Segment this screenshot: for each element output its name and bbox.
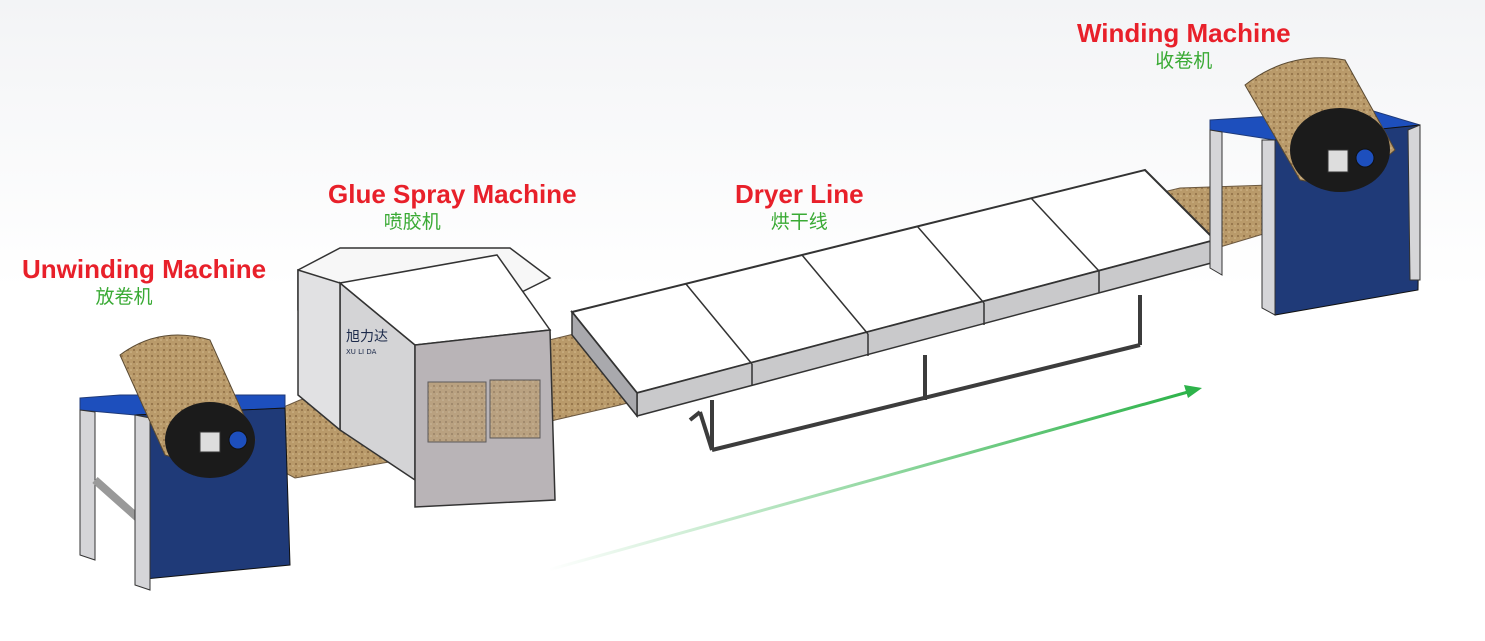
unwinding-machine [79,334,291,591]
flow-direction-arrow [547,385,1202,572]
label-zh: 收卷机 [1155,50,1213,72]
label-en: Dryer Line [735,179,864,209]
label-en: Winding Machine [1077,18,1291,48]
dryer-line-label: Dryer Line 烘干线 [735,181,864,232]
winding-machine-label: Winding Machine 收卷机 [1077,20,1291,71]
label-en: Glue Spray Machine [328,179,577,209]
brand-logo-en: XU LI DA [346,348,377,356]
glue-spray-machine-label: Glue Spray Machine 喷胶机 [328,181,577,232]
label-zh: 喷胶机 [383,211,441,233]
label-en: Unwinding Machine [22,254,267,284]
dryer-line [570,168,1217,452]
brand-logo-zh: 旭力达 [346,329,388,345]
brand-logo: 旭力达 XU LI DA [346,330,388,356]
glue-spray-machine [297,247,556,508]
winding-machine [1209,57,1421,316]
unwinding-machine-label: Unwinding Machine 放卷机 [22,256,266,307]
label-zh: 烘干线 [770,211,828,233]
label-zh: 放卷机 [95,286,153,308]
